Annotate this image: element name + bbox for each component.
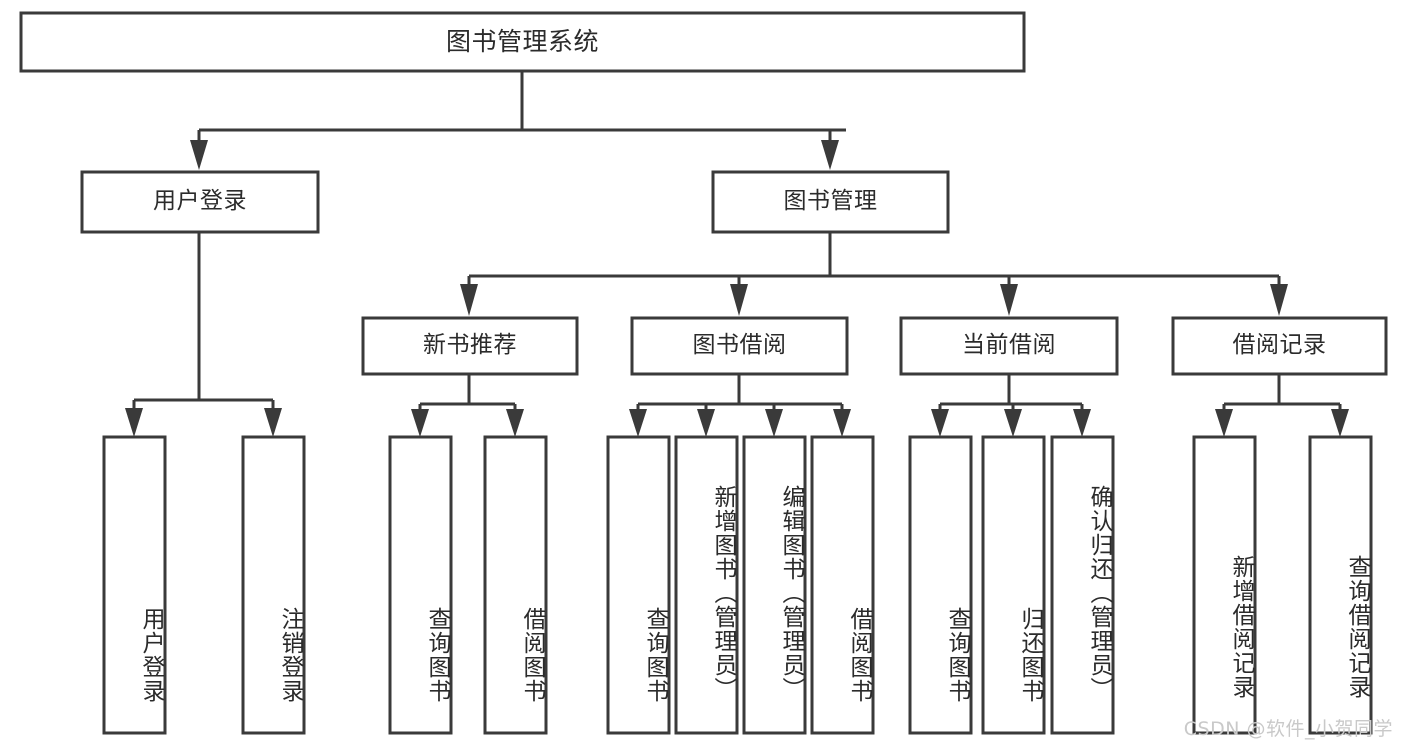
arrowhead-to-book-borrow	[730, 284, 748, 316]
arrowhead-leaf-book-borrow-1	[629, 409, 647, 437]
node-leaf-box-new-book-2[interactable]	[483, 435, 548, 735]
arrowhead-leaf-borrow-record-1	[1215, 409, 1233, 437]
arrowhead-leaf-book-borrow-3	[765, 409, 783, 437]
node-current-borrow-box[interactable]	[899, 316, 1119, 376]
arrowhead-leaf-current-borrow-2	[1004, 409, 1022, 437]
node-leaf-box-book-borrow-4[interactable]	[810, 435, 875, 735]
node-leaf-box-user-login-2[interactable]	[241, 435, 306, 735]
node-root-box[interactable]	[19, 11, 1026, 73]
arrowhead-to-borrow-record	[1270, 284, 1288, 316]
node-leaf-box-book-borrow-3[interactable]	[742, 435, 807, 735]
node-leaf-box-borrow-record-2[interactable]	[1308, 435, 1373, 735]
node-leaf-box-book-borrow-2[interactable]	[674, 435, 739, 735]
node-book-management-box[interactable]	[711, 170, 950, 234]
arrowhead-to-current-borrow	[1000, 284, 1018, 316]
arrowhead-leaf-current-borrow-1	[931, 409, 949, 437]
node-borrow-record-box[interactable]	[1171, 316, 1388, 376]
node-leaf-box-current-borrow-3[interactable]	[1050, 435, 1115, 735]
arrowhead-to-book-mgmt	[821, 140, 839, 170]
node-leaf-box-current-borrow-1[interactable]	[908, 435, 973, 735]
arrowhead-to-user-login	[190, 140, 208, 170]
arrowhead-leaf-book-borrow-4	[833, 409, 851, 437]
node-leaf-box-book-borrow-1[interactable]	[606, 435, 671, 735]
node-book-borrow-box[interactable]	[630, 316, 849, 376]
node-leaf-box-user-login-1[interactable]	[102, 435, 167, 735]
arrowhead-leaf-new-book-2	[506, 409, 524, 437]
arrowhead-leaf-user-login-1	[125, 408, 143, 437]
arrowhead-leaf-new-book-1	[411, 409, 429, 437]
arrowhead-leaf-user-login-2	[264, 408, 282, 437]
node-leaf-box-new-book-1[interactable]	[388, 435, 453, 735]
node-new-book-box[interactable]	[361, 316, 579, 376]
arrowhead-to-new-book	[460, 284, 478, 316]
node-user-login-box[interactable]	[80, 170, 320, 234]
arrowhead-leaf-borrow-record-2	[1331, 409, 1349, 437]
arrowhead-leaf-current-borrow-3	[1073, 409, 1091, 437]
node-leaf-box-current-borrow-2[interactable]	[981, 435, 1046, 735]
arrowhead-leaf-book-borrow-2	[697, 409, 715, 437]
node-leaf-box-borrow-record-1[interactable]	[1192, 435, 1257, 735]
